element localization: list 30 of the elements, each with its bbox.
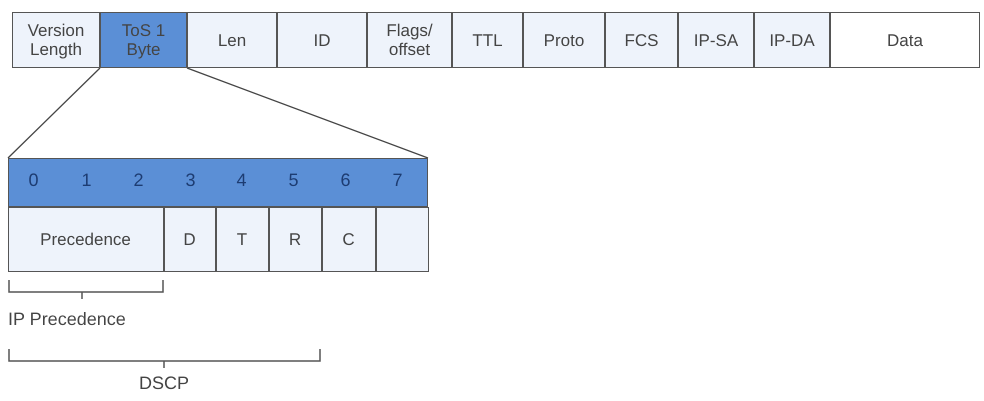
field-cell: TTL — [452, 12, 523, 68]
field-cell: Version Length — [12, 12, 100, 68]
bracket-label: IP Precedence — [8, 309, 126, 330]
bit-number: 4 — [236, 170, 247, 190]
field-cell: IP-SA — [678, 12, 754, 68]
bit-number: 5 — [288, 170, 299, 190]
bit-number: 3 — [186, 170, 196, 190]
bit-number: 0 — [28, 170, 39, 190]
bit-number: 7 — [392, 170, 403, 190]
expansion-line — [8, 68, 100, 158]
field-cell: IP-DA — [754, 12, 830, 68]
empty-bit-cell — [376, 206, 428, 272]
bit-number: 6 — [340, 170, 351, 190]
field-cell: Data — [830, 12, 980, 68]
bit-field-cell: Precedence — [8, 206, 164, 272]
field-cell: Flags/ offset — [367, 12, 452, 68]
field-cell: Proto — [523, 12, 605, 68]
bit-field-cell: C — [322, 206, 376, 272]
expansion-line — [186, 67, 428, 159]
bit-number: 2 — [134, 170, 144, 190]
field-cell: Len — [187, 12, 277, 68]
bit-field-cell: T — [216, 206, 268, 272]
bit-number: 1 — [82, 170, 92, 190]
bit-field-cell: D — [164, 206, 216, 272]
byte-frame — [8, 158, 428, 272]
bit-field-cell: R — [268, 206, 322, 272]
field-cell: ID — [277, 12, 367, 68]
field-cell: FCS — [605, 12, 678, 68]
field-cell: ToS 1 Byte — [100, 12, 187, 68]
bracket-label: DSCP — [139, 373, 189, 394]
